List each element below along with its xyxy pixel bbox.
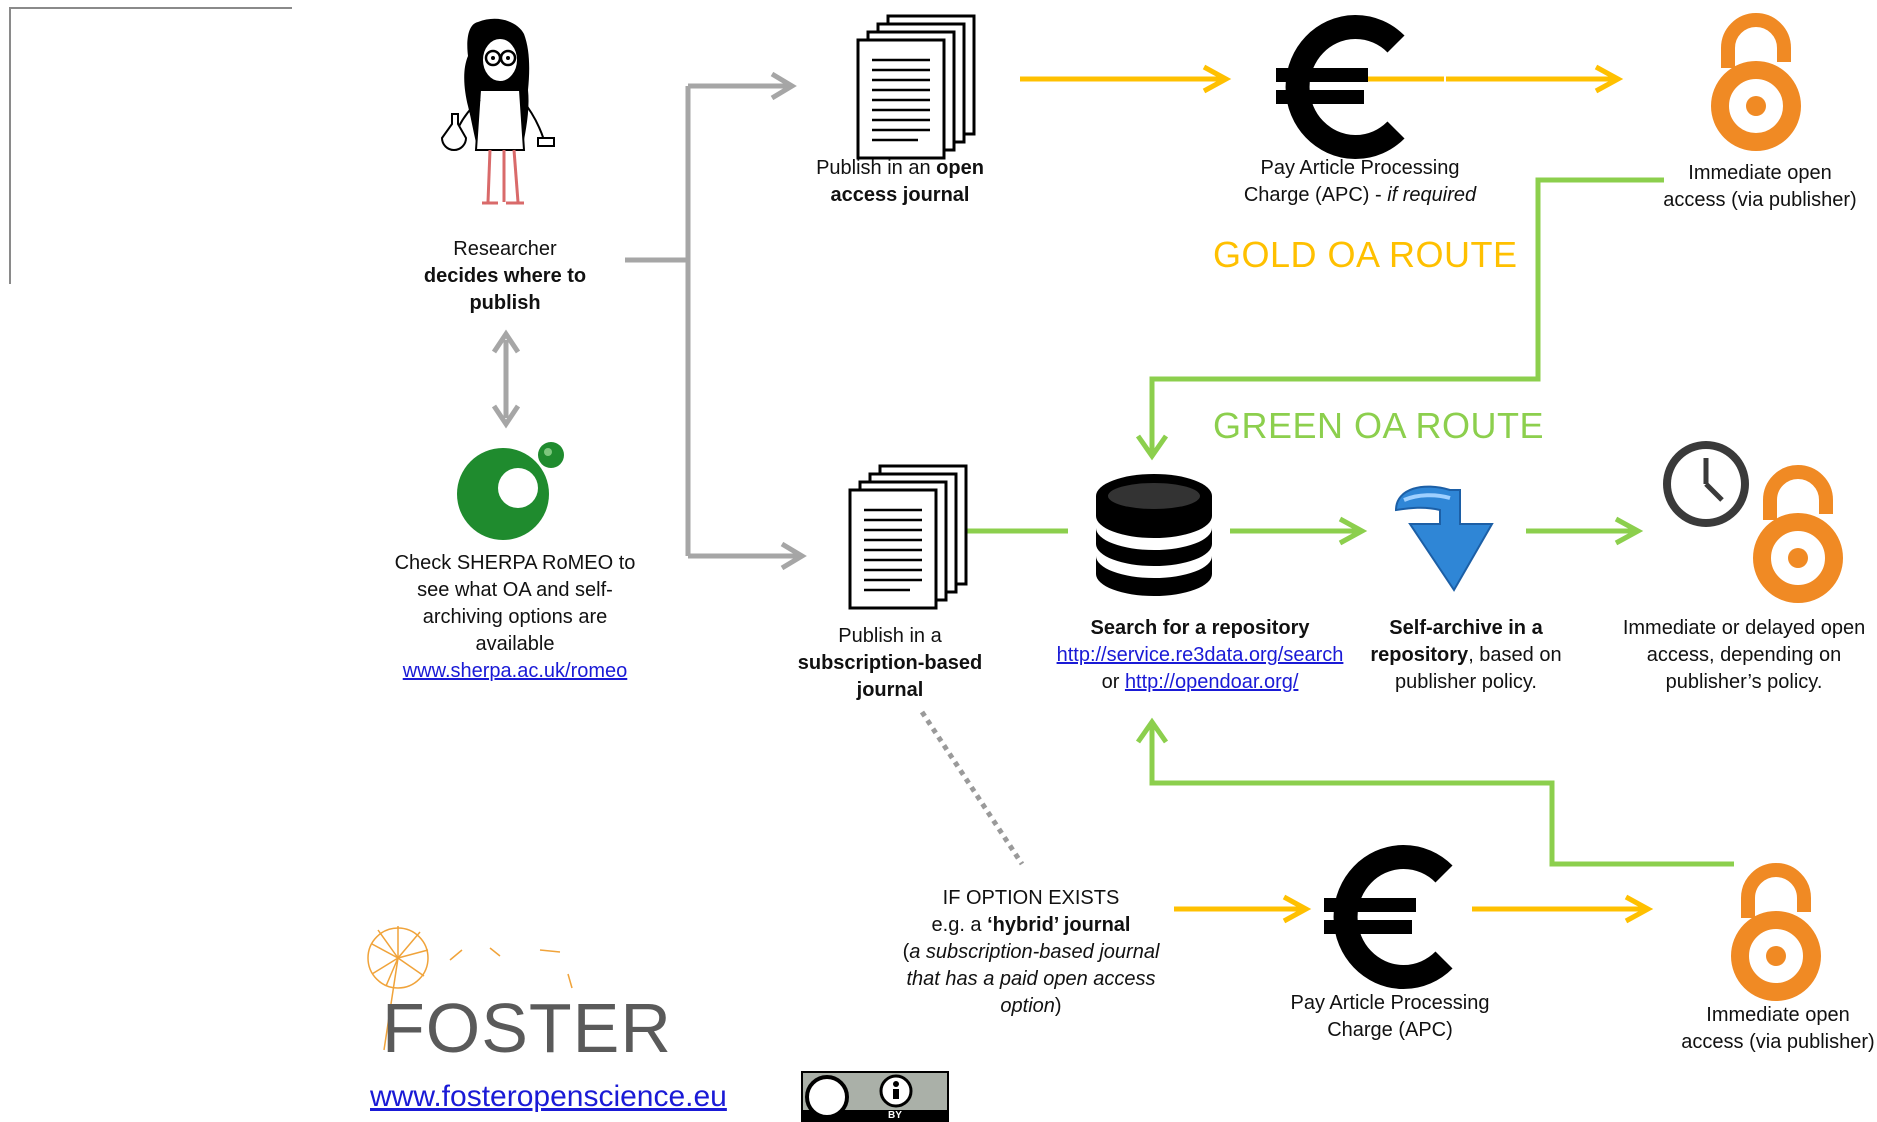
opendoar-link[interactable]: http://opendoar.org/	[1124, 671, 1299, 693]
gray-connectors	[491, 71, 807, 571]
re3data-link[interactable]: http://service.re3data.org/search	[1056, 644, 1344, 666]
hybrid-open-access-icon	[1740, 870, 1812, 992]
download-arrow-icon	[1394, 485, 1494, 592]
subscription-journal-document-icon	[848, 464, 968, 610]
sherpa-label: Check SHERPA RoMEO to see what OA and se…	[394, 552, 636, 682]
gold-apc-label: Pay Article Processing Charge (APC) - if…	[1243, 157, 1477, 206]
foster-website-link[interactable]: www.fosteropenscience.eu	[370, 1080, 727, 1113]
sherpa-romeo-link[interactable]: www.sherpa.ac.uk/romeo	[402, 660, 628, 682]
sherpa-romeo-logo	[457, 442, 564, 540]
cc-by-label: BY	[888, 1110, 902, 1121]
hybrid-dotted-connector	[919, 710, 1025, 866]
gold-apc-euro-icon	[1276, 27, 1396, 147]
green-route-title: GREEN OA ROUTE	[1213, 405, 1545, 446]
repository-label: Search for a repository http://service.r…	[1056, 617, 1344, 693]
hybrid-oa-label: Immediate open access (via publisher)	[1681, 1004, 1875, 1053]
cc-by-badge	[801, 1071, 949, 1122]
corner-frame	[9, 7, 292, 284]
delayed-oa-label: Immediate or delayed open access, depend…	[1622, 617, 1866, 693]
database-icon	[1096, 474, 1212, 596]
researcher-icon	[440, 18, 555, 205]
hybrid-label: IF OPTION EXISTS e.g. a ‘hybrid’ journal…	[902, 887, 1160, 1017]
hybrid-apc-euro-icon	[1324, 857, 1444, 977]
clock-icon	[1663, 441, 1749, 527]
gold-route-title: GOLD OA ROUTE	[1213, 234, 1518, 275]
green-connectors	[958, 177, 1734, 867]
delayed-open-access-icon	[1762, 472, 1834, 594]
gold-open-access-icon	[1720, 20, 1792, 142]
oa-journal-label: Publish in an open access journal	[816, 157, 984, 206]
researcher-label: Researcher decides where to publish	[423, 238, 587, 314]
self-archive-label: Self-archive in a repository, based on p…	[1370, 617, 1562, 693]
subscription-journal-label: Publish in a subscription-based journal	[797, 625, 983, 701]
foster-logo	[367, 926, 573, 1051]
oa-journal-document-icon	[856, 14, 976, 160]
hybrid-apc-label: Pay Article Processing Charge (APC)	[1290, 992, 1490, 1041]
gold-oa-label: Immediate open access (via publisher)	[1663, 162, 1857, 211]
foster-wordmark: FOSTER	[382, 989, 672, 1067]
